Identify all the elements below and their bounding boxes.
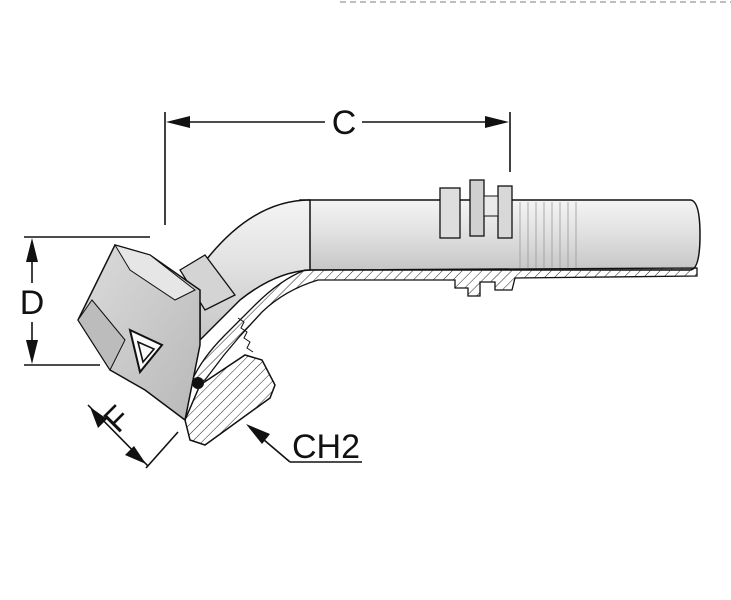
swivel-nut: [77, 244, 201, 422]
triangle-logo-icon: [128, 328, 164, 375]
nut-section: [184, 354, 276, 446]
dimension-f: F: [87, 399, 179, 469]
dimension-f-label: F: [97, 399, 139, 441]
bend-section: [179, 199, 311, 342]
dimension-c-label: C: [332, 104, 357, 142]
o-ring: [192, 377, 204, 389]
dimension-ch2: CH2: [246, 424, 362, 466]
tube-body: [299, 179, 701, 271]
section-hatch: [188, 267, 698, 387]
dimension-d: D: [20, 236, 150, 366]
dimension-c: C: [164, 104, 511, 225]
dimension-d-label: D: [20, 284, 45, 322]
dimension-ch2-label: CH2: [292, 428, 360, 466]
